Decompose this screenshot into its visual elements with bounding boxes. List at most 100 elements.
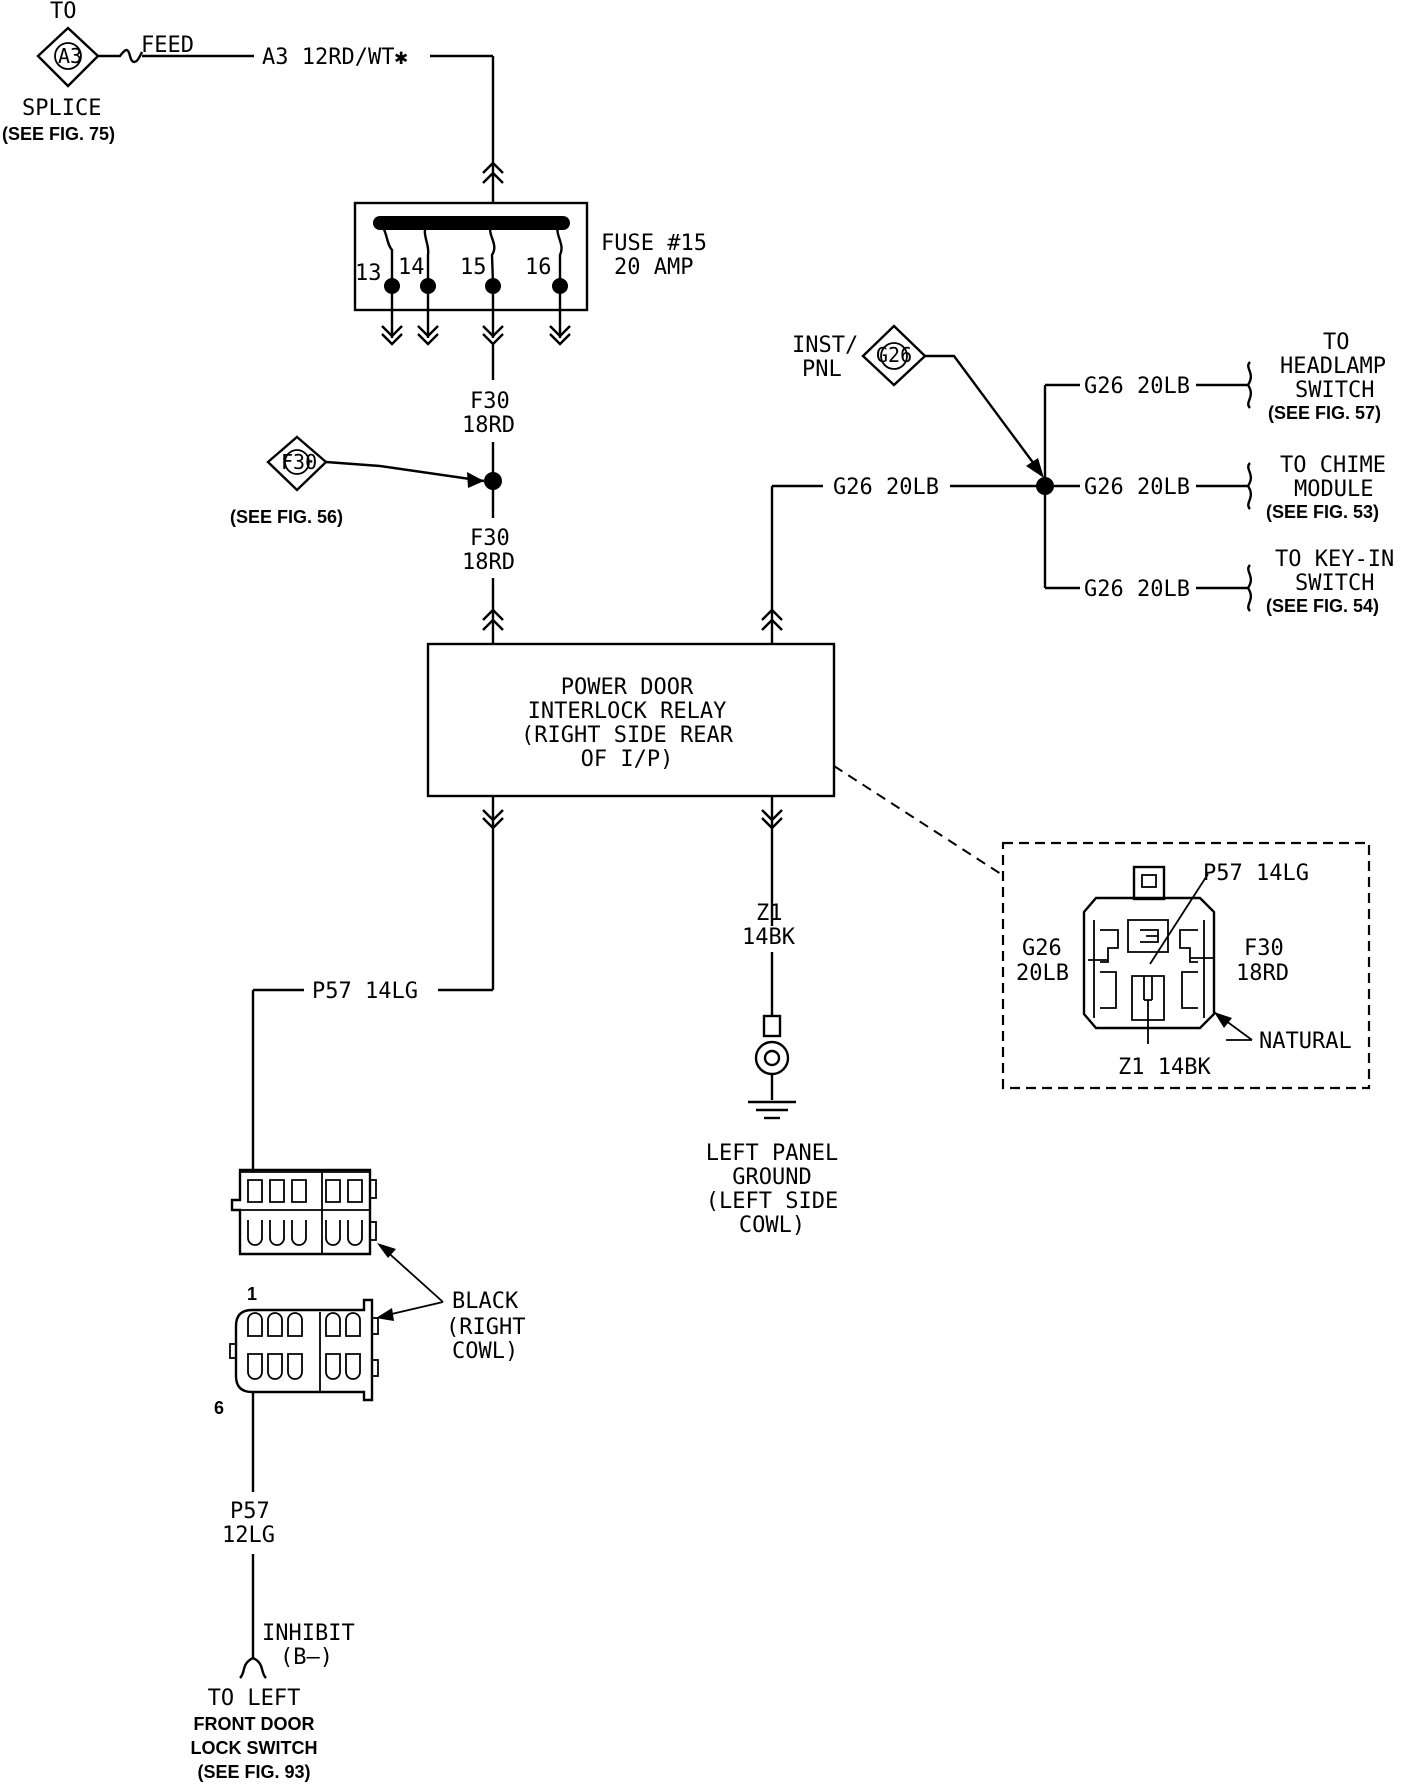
relay-line-3: (RIGHT SIDE REAR: [521, 723, 734, 748]
p57-wire-label: P57 14LG: [312, 979, 418, 1004]
black-callout-leader-lower: [382, 1301, 444, 1317]
fuse-block-box: [353, 201, 589, 312]
splice-ref: (SEE FIG. 75): [2, 124, 115, 144]
g26-splice-id: G26: [876, 343, 912, 367]
ground-line-4: COWL): [739, 1213, 805, 1238]
relay-box: [426, 642, 836, 798]
g26-branch-2-connector: [1240, 462, 1253, 510]
dest-ref: (SEE FIG. 93): [197, 1762, 310, 1782]
fuse-13-terminal: [384, 278, 400, 294]
inset-border: [1001, 841, 1371, 1090]
fuse-15-element: [488, 222, 496, 284]
inset-cavity-top: [1127, 919, 1169, 953]
fuse-16-terminal: [552, 278, 568, 294]
inset-p57-leader: [1149, 873, 1209, 965]
fuse-rating: 20 AMP: [614, 255, 693, 280]
fuse-14-terminal: [420, 278, 436, 294]
connector-loc-1: (RIGHT: [446, 1315, 525, 1340]
g26-branch-1-label: G26 20LB: [1084, 374, 1190, 399]
f30-splice-arrow: [467, 472, 484, 488]
relay-connector-inset: P57 14LG G26 20LB F30 18RD Z1 14BK NATUR…: [1001, 841, 1371, 1090]
keyin-switch: SWITCH: [1295, 571, 1374, 596]
headlamp-switch: SWITCH: [1295, 378, 1374, 403]
a3-wire-label: A3 12RD/WT✱: [262, 45, 408, 70]
g26-source-label-2: PNL: [802, 357, 842, 382]
ground-lug-ring: [754, 1040, 790, 1076]
dest-line-3: LOCK SWITCH: [191, 1738, 318, 1758]
g26-splice-diamond: [861, 324, 927, 387]
relay-f30-chevron: [482, 608, 504, 631]
top-feed-group: TO A3 SPLICE (SEE FIG. 75) FEED A3 12RD/…: [2, 0, 504, 203]
inhibit-label-1: INHIBIT: [262, 1621, 355, 1646]
inset-connector-body: [1082, 896, 1216, 1030]
relay-line-2: INTERLOCK RELAY: [528, 699, 727, 724]
keyin-to: TO KEY-IN: [1275, 547, 1394, 572]
g26-branch-3-label: G26 20LB: [1084, 577, 1190, 602]
ground-lug-neck: [762, 1014, 782, 1038]
black-callout-leader-upper: [382, 1247, 444, 1303]
fuse-14-element: [423, 222, 430, 283]
lower-connector-top-cavities: [247, 1312, 361, 1337]
fuse-terminal-15-label: 15: [460, 255, 487, 280]
g26-main-label: G26 20LB: [833, 475, 939, 500]
feed-connector-wave: [98, 48, 144, 64]
inset-f30-label-1: F30: [1244, 936, 1284, 961]
splice-label: SPLICE: [22, 96, 101, 121]
fuse-terminal-14-label: 14: [398, 255, 425, 280]
ground-line-1: LEFT PANEL: [706, 1141, 838, 1166]
inset-natural-label: NATURAL: [1259, 1029, 1352, 1054]
fuse-in-connector-chevron: [482, 161, 504, 184]
fuse-output-chevrons: [381, 294, 571, 346]
g26-branch-2-label: G26 20LB: [1084, 475, 1190, 500]
upper-connector-top-cavities: [247, 1179, 363, 1203]
p57-lower-size: 12LG: [222, 1523, 275, 1548]
g26-branch-3-connector: [1240, 564, 1253, 612]
relay-line-1: POWER DOOR: [561, 675, 694, 700]
f30-splice-lead: [325, 460, 485, 483]
z1-wire-size: 14BK: [742, 925, 796, 950]
inset-g26-label-1: G26: [1022, 936, 1062, 961]
splice-a3-circle: [54, 42, 82, 70]
g26-source-label-1: INST/: [792, 333, 858, 358]
p57-lower-code: P57: [230, 1499, 270, 1524]
ground-lug-hole: [763, 1049, 781, 1067]
fuse-block-group: 13 14 15 16 FUSE #15 20 AMP: [353, 201, 707, 346]
p57-group: P57 14LG 1 6: [191, 796, 525, 1782]
relay-z1-chevron: [761, 809, 783, 830]
black-callout-arrow-lower: [376, 1308, 394, 1321]
fuse-terminal-16-label: 16: [525, 255, 552, 280]
inset-cavity-left: [1100, 929, 1119, 1009]
keyin-ref: (SEE FIG. 54): [1266, 596, 1379, 616]
f30-splice-id: F30: [281, 450, 317, 474]
g26-branch-1-connector: [1240, 361, 1253, 409]
splice-a3-id: A3: [58, 44, 82, 68]
relay-line-4: OF I/P): [581, 747, 674, 772]
inset-latch: [1132, 865, 1166, 901]
relay-p57-chevron: [482, 809, 504, 830]
ground-line-2: GROUND: [732, 1165, 811, 1190]
lower-connector-bottom-cavities: [247, 1353, 361, 1380]
lower-connector: [229, 1298, 379, 1402]
inset-connector-walls: [1093, 920, 1205, 1018]
fuse-terminal-13-label: 13: [355, 261, 382, 286]
inset-p57-label: P57 14LG: [1203, 861, 1309, 886]
f30-wire-group: F30 18RD F30 (SEE FIG. 56) F30 18RD: [230, 344, 515, 644]
g26-splice-circle: [880, 342, 908, 370]
fuse-13-element: [379, 222, 394, 283]
fuse-15-terminal: [485, 278, 501, 294]
lock-switch-connector: [239, 1656, 267, 1679]
dest-line-1: TO LEFT: [208, 1686, 301, 1711]
g26-group: INST/ PNL G26 G26 20LB TO HEADLAMP SWITC…: [761, 324, 1394, 644]
chime-ref: (SEE FIG. 53): [1266, 502, 1379, 522]
fuse-title: FUSE #15: [601, 231, 707, 256]
upper-connector-bottom-cavities: [247, 1220, 363, 1246]
inset-f30-label-2: 18RD: [1236, 961, 1289, 986]
ground-group: Z1 14BK LEFT PANEL GROUND (LEFT SIDE COW…: [706, 796, 838, 1238]
inset-latch-slot: [1141, 874, 1157, 888]
f30-splice-dot: [484, 472, 502, 490]
fuse-16-element: [556, 222, 563, 283]
inset-cavity-bottom: [1131, 975, 1165, 1021]
f30-wire-code-upper: F30: [470, 389, 510, 414]
g26-splice-lead: [925, 354, 1041, 473]
